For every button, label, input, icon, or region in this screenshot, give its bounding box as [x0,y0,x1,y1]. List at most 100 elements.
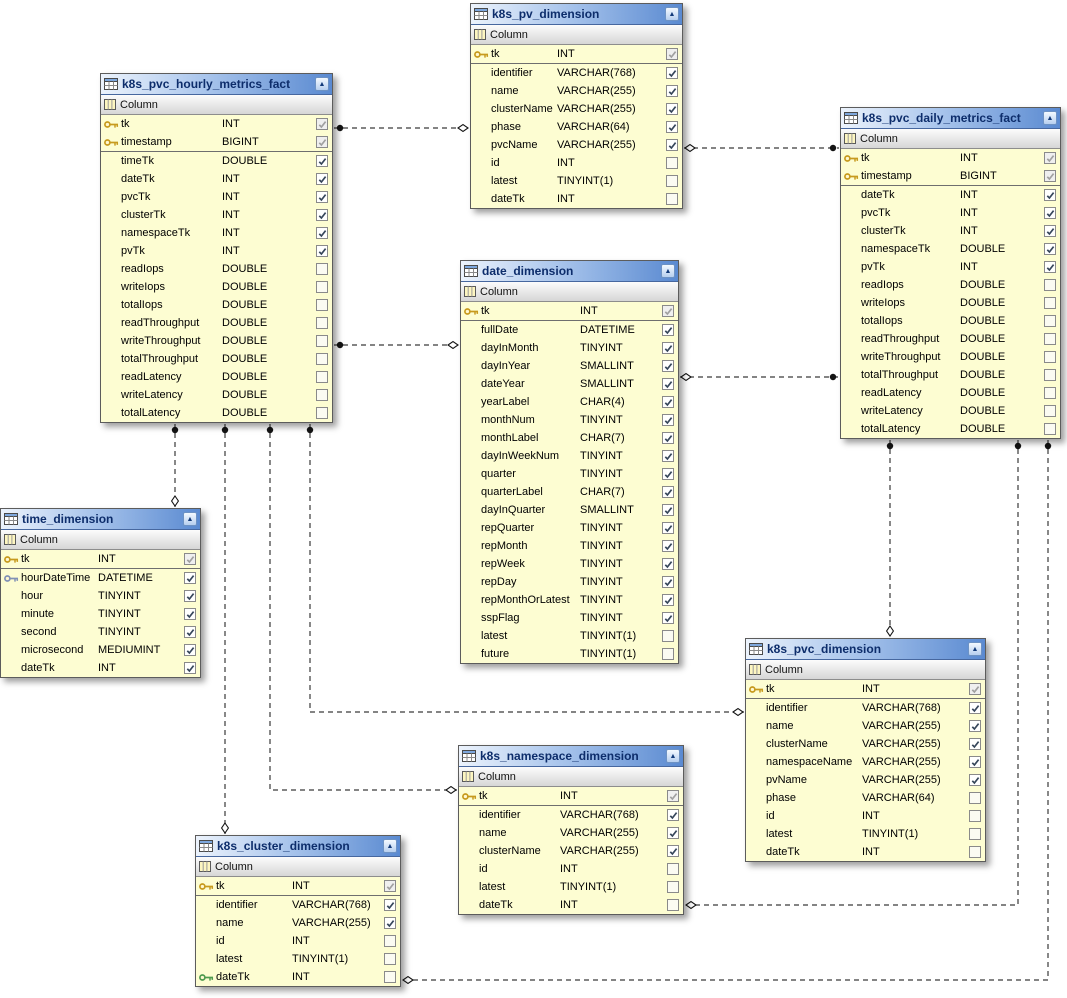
nullability-checkbox[interactable] [1044,225,1056,237]
entity-header[interactable]: k8s_pvc_daily_metrics_fact▲ [841,108,1060,129]
nullability-checkbox[interactable] [1044,369,1056,381]
nullability-checkbox[interactable] [662,305,674,317]
nullability-checkbox[interactable] [184,553,196,565]
entity-header[interactable]: k8s_pv_dimension▲ [471,4,682,25]
nullability-checkbox[interactable] [666,157,678,169]
entity-header[interactable]: time_dimension▲ [1,509,200,530]
nullability-checkbox[interactable] [1044,351,1056,363]
collapse-icon[interactable]: ▲ [315,77,329,91]
nullability-checkbox[interactable] [1044,315,1056,327]
nullability-checkbox[interactable] [184,662,196,674]
nullability-checkbox[interactable] [666,48,678,60]
nullability-checkbox[interactable] [316,371,328,383]
nullability-checkbox[interactable] [1044,423,1056,435]
nullability-checkbox[interactable] [667,809,679,821]
nullability-checkbox[interactable] [969,792,981,804]
nullability-checkbox[interactable] [666,175,678,187]
nullability-checkbox[interactable] [969,774,981,786]
nullability-checkbox[interactable] [316,155,328,167]
collapse-icon[interactable]: ▲ [661,264,675,278]
nullability-checkbox[interactable] [1044,297,1056,309]
nullability-checkbox[interactable] [662,468,674,480]
entity-header[interactable]: k8s_pvc_dimension▲ [746,639,985,660]
nullability-checkbox[interactable] [316,191,328,203]
nullability-checkbox[interactable] [662,342,674,354]
nullability-checkbox[interactable] [969,828,981,840]
nullability-checkbox[interactable] [316,281,328,293]
nullability-checkbox[interactable] [969,720,981,732]
nullability-checkbox[interactable] [662,486,674,498]
nullability-checkbox[interactable] [184,608,196,620]
nullability-checkbox[interactable] [1044,170,1056,182]
nullability-checkbox[interactable] [662,324,674,336]
nullability-checkbox[interactable] [384,917,396,929]
relationship-k8s_pvc_daily_metrics_fact-to-k8s_namespace_dimension[interactable] [685,440,1019,906]
nullability-checkbox[interactable] [316,209,328,221]
nullability-checkbox[interactable] [316,173,328,185]
nullability-checkbox[interactable] [662,594,674,606]
nullability-checkbox[interactable] [662,612,674,624]
nullability-checkbox[interactable] [384,899,396,911]
collapse-icon[interactable]: ▲ [383,839,397,853]
nullability-checkbox[interactable] [184,572,196,584]
nullability-checkbox[interactable] [662,522,674,534]
nullability-checkbox[interactable] [662,558,674,570]
nullability-checkbox[interactable] [667,899,679,911]
nullability-checkbox[interactable] [184,590,196,602]
nullability-checkbox[interactable] [662,648,674,660]
nullability-checkbox[interactable] [667,790,679,802]
entity-header[interactable]: date_dimension▲ [461,261,678,282]
nullability-checkbox[interactable] [1044,189,1056,201]
nullability-checkbox[interactable] [969,702,981,714]
nullability-checkbox[interactable] [666,139,678,151]
